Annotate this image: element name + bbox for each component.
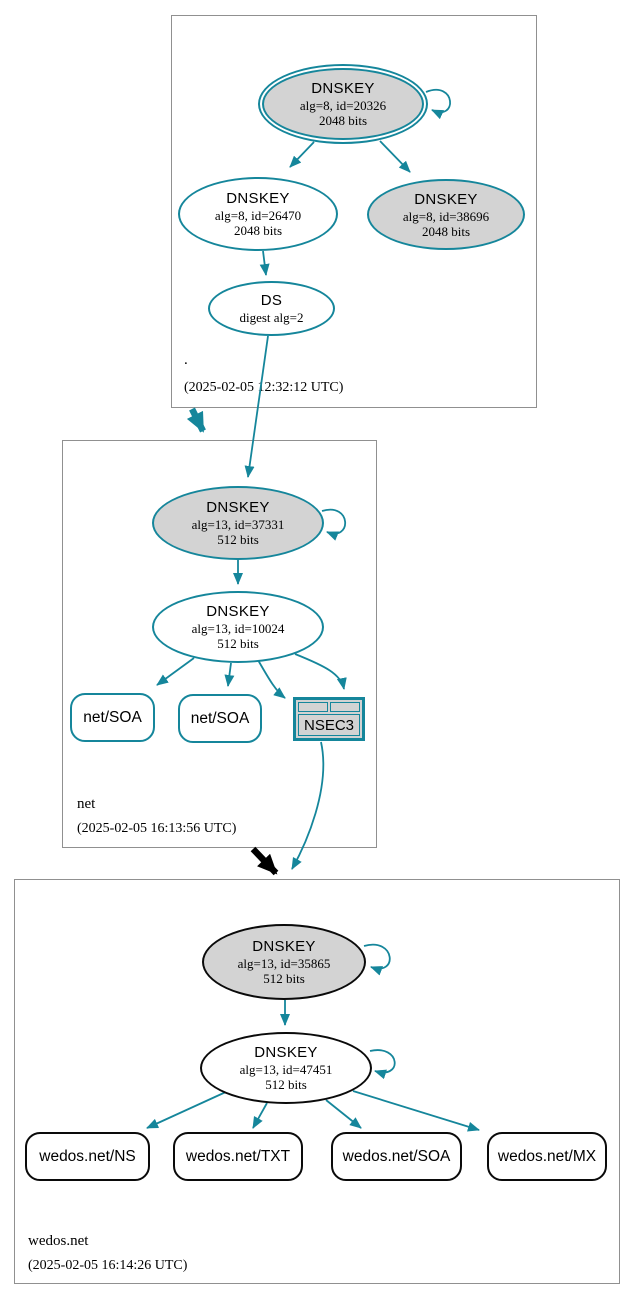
nsec3-label: NSEC3 xyxy=(298,714,360,736)
rrset-label: net/SOA xyxy=(83,708,142,726)
node-dnskey-20326[interactable]: DNSKEY alg=8, id=20326 2048 bits xyxy=(258,64,428,144)
node-title: DNSKEY xyxy=(414,190,478,208)
rrset-label: wedos.net/MX xyxy=(497,1147,597,1165)
node-bits: 512 bits xyxy=(217,636,259,651)
node-dnskey-47451[interactable]: DNSKEY alg=13, id=47451 512 bits xyxy=(200,1032,372,1104)
nsec3-cell-right xyxy=(330,702,360,712)
node-title: DNSKEY xyxy=(226,190,290,207)
zone-label-root: . xyxy=(184,352,188,368)
node-bits: 2048 bits xyxy=(318,113,368,128)
node-title: DNSKEY xyxy=(206,603,270,620)
rrset-label: wedos.net/TXT xyxy=(185,1147,291,1165)
node-bits: 512 bits xyxy=(217,532,259,547)
node-rrset-net-soa-2[interactable]: net/SOA xyxy=(178,694,262,743)
zone-label-wedos: wedos.net xyxy=(28,1233,89,1249)
node-rrset-wedos-ns[interactable]: wedos.net/NS xyxy=(25,1132,150,1181)
node-rrset-wedos-mx[interactable]: wedos.net/MX xyxy=(487,1132,607,1181)
node-bits: 512 bits xyxy=(265,1077,307,1092)
zone-label-net: net xyxy=(77,796,96,812)
node-detail: alg=8, id=20326 xyxy=(299,98,387,113)
rrset-label: wedos.net/SOA xyxy=(342,1147,451,1165)
node-bits: 512 bits xyxy=(263,971,305,986)
edge-delegation-net-to-wedos xyxy=(250,846,279,876)
trust-anchor-ring xyxy=(262,68,424,140)
zone-box-root xyxy=(171,15,537,408)
zone-timestamp-root: (2025-02-05 12:32:12 UTC) xyxy=(184,380,344,395)
zone-box-net xyxy=(62,440,377,848)
node-title: DS xyxy=(260,292,283,309)
node-title: DNSKEY xyxy=(311,80,375,97)
node-title: DNSKEY xyxy=(252,938,316,955)
node-dnskey-37331[interactable]: DNSKEY alg=13, id=37331 512 bits xyxy=(152,486,324,560)
node-dnskey-26470[interactable]: DNSKEY alg=8, id=26470 2048 bits xyxy=(178,177,338,251)
node-detail: alg=13, id=47451 xyxy=(239,1062,333,1077)
node-detail: alg=13, id=37331 xyxy=(191,517,285,532)
node-dnskey-38696[interactable]: DNSKEY alg=8, id=38696 2048 bits xyxy=(367,179,525,250)
node-title: DNSKEY xyxy=(206,499,270,516)
zone-box-wedos xyxy=(14,879,620,1284)
node-dnskey-10024[interactable]: DNSKEY alg=13, id=10024 512 bits xyxy=(152,591,324,663)
rrset-label: wedos.net/NS xyxy=(39,1147,136,1165)
node-detail: alg=13, id=10024 xyxy=(191,621,285,636)
zone-timestamp-wedos: (2025-02-05 16:14:26 UTC) xyxy=(28,1258,188,1273)
node-title: DNSKEY xyxy=(254,1044,318,1061)
node-detail: alg=8, id=38696 xyxy=(402,208,490,224)
node-bits: 2048 bits xyxy=(421,223,471,239)
node-nsec3[interactable]: NSEC3 xyxy=(293,697,365,741)
zone-timestamp-net: (2025-02-05 16:13:56 UTC) xyxy=(77,821,237,836)
node-rrset-net-soa-1[interactable]: net/SOA xyxy=(70,693,155,742)
node-dnskey-35865[interactable]: DNSKEY alg=13, id=35865 512 bits xyxy=(202,924,366,1000)
nsec3-cell-left xyxy=(298,702,328,712)
nsec3-header-cells xyxy=(298,702,360,712)
node-ds[interactable]: DS digest alg=2 xyxy=(208,281,335,336)
node-rrset-wedos-soa[interactable]: wedos.net/SOA xyxy=(331,1132,462,1181)
node-detail: alg=13, id=35865 xyxy=(237,956,331,971)
edge-delegation-root-to-net xyxy=(186,407,206,433)
node-detail: digest alg=2 xyxy=(239,310,304,325)
node-bits: 2048 bits xyxy=(233,223,283,238)
node-detail: alg=8, id=26470 xyxy=(214,208,302,223)
node-rrset-wedos-txt[interactable]: wedos.net/TXT xyxy=(173,1132,303,1181)
rrset-label: net/SOA xyxy=(190,709,250,727)
